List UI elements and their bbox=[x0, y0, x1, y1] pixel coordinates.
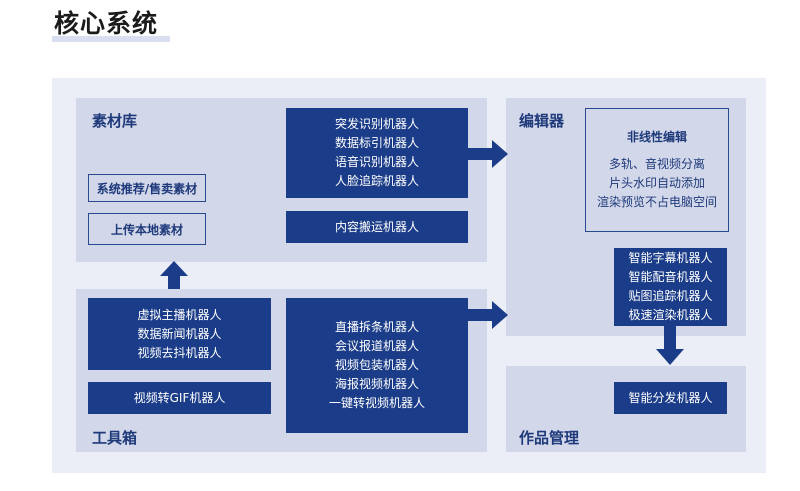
works-management-label: 作品管理 bbox=[519, 429, 580, 447]
robot-item: 一键转视频机器人 bbox=[328, 396, 425, 410]
title-underline bbox=[52, 36, 170, 42]
feature-item: 渲染预览不占电脑空间 bbox=[596, 195, 717, 209]
robot-item: 内容搬运机器人 bbox=[334, 219, 419, 234]
robot-item: 极速渲染机器人 bbox=[628, 308, 713, 322]
robot-item: 语音识别机器人 bbox=[334, 155, 419, 169]
robot-item: 视频转GIF机器人 bbox=[133, 390, 226, 405]
robot-item: 视频包装机器人 bbox=[334, 358, 419, 372]
page-title: 核心系统 bbox=[54, 9, 159, 38]
toolbox-right-robots-box: 直播拆条机器人 会议报道机器人 视频包装机器人 海报视频机器人 一键转视频机器人 bbox=[286, 298, 468, 433]
robot-item: 贴图追踪机器人 bbox=[628, 289, 713, 303]
feature-item: 多轨、音视频分离 bbox=[608, 157, 705, 171]
robot-item: 数据新闻机器人 bbox=[137, 326, 222, 341]
upload-local-material-button[interactable]: 上传本地素材 bbox=[88, 213, 206, 245]
nonlinear-edit-title: 非线性编辑 bbox=[626, 130, 687, 144]
robot-item: 虚拟主播机器人 bbox=[137, 307, 222, 322]
recommend-material-button[interactable]: 系统推荐/售卖素材 bbox=[88, 174, 206, 202]
toolbox-label: 工具箱 bbox=[92, 429, 138, 447]
robot-item: 直播拆条机器人 bbox=[334, 320, 419, 334]
robot-item: 视频去抖机器人 bbox=[137, 345, 222, 360]
robot-item: 会议报道机器人 bbox=[334, 339, 419, 353]
toolbox-left-robots-box: 虚拟主播机器人 数据新闻机器人 视频去抖机器人 bbox=[88, 298, 271, 370]
arrow-toolbox-to-material bbox=[160, 261, 188, 289]
content-transport-robot-box: 内容搬运机器人 bbox=[286, 211, 468, 243]
video-to-gif-robot-box: 视频转GIF机器人 bbox=[88, 382, 271, 414]
robot-item: 数据标引机器人 bbox=[334, 136, 419, 150]
editor-label: 编辑器 bbox=[519, 112, 565, 130]
arrow-material-to-editor bbox=[468, 140, 508, 168]
smart-distribution-robot-box: 智能分发机器人 bbox=[614, 382, 727, 414]
robot-item: 人脸追踪机器人 bbox=[334, 174, 419, 188]
material-robots-box: 突发识别机器人 数据标引机器人 语音识别机器人 人脸追踪机器人 bbox=[286, 108, 468, 198]
robot-item: 智能分发机器人 bbox=[628, 390, 713, 405]
nonlinear-edit-box: 非线性编辑 多轨、音视频分离 片头水印自动添加 渲染预览不占电脑空间 bbox=[585, 108, 729, 232]
arrow-editor-to-works bbox=[656, 326, 684, 365]
robot-item: 智能配音机器人 bbox=[628, 270, 713, 284]
robot-item: 智能字幕机器人 bbox=[628, 251, 713, 265]
robot-item: 突发识别机器人 bbox=[334, 117, 419, 131]
robot-item: 海报视频机器人 bbox=[334, 377, 419, 391]
feature-item: 片头水印自动添加 bbox=[608, 176, 705, 190]
editor-robots-box: 智能字幕机器人 智能配音机器人 贴图追踪机器人 极速渲染机器人 bbox=[614, 248, 727, 326]
material-library-label: 素材库 bbox=[92, 112, 138, 130]
arrow-toolbox-to-editor bbox=[468, 301, 508, 329]
